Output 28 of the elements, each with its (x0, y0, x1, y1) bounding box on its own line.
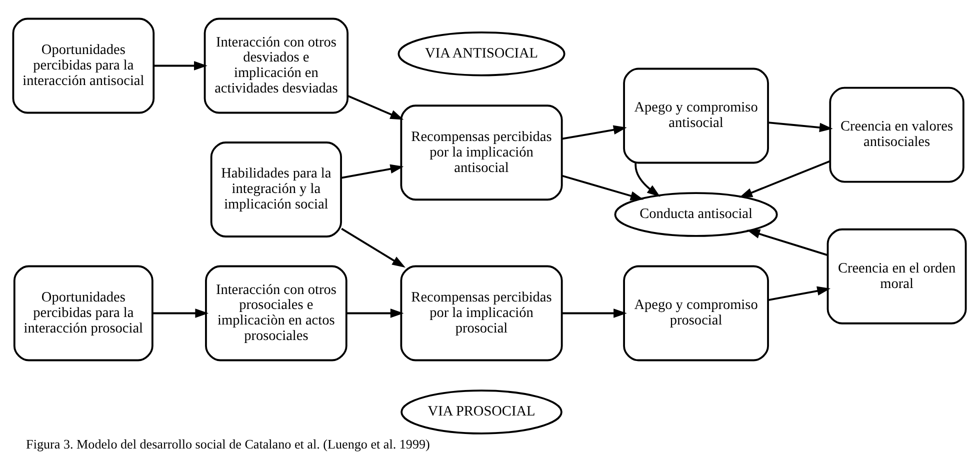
arrow (154, 60, 208, 70)
node-box: Apego y compromiso antisocial (623, 67, 769, 164)
node-box: Interacción con otros desviados e implicación en actividades desviadas (204, 17, 349, 114)
arrow (347, 94, 404, 120)
arrow (768, 286, 831, 300)
arrow (341, 227, 406, 268)
node-box: Interacción con otros prosociales e implicaciòn en actos prosociales (205, 264, 348, 361)
node-box: Apego y compromiso prosocial (623, 264, 769, 361)
arrow (341, 164, 404, 178)
arrow (346, 308, 404, 318)
arrow (634, 162, 660, 196)
arrow (562, 308, 627, 318)
node-box: Creencia en valores antisociales (829, 86, 964, 182)
node-box: Recompensas percibidas por la implicación prosocial (400, 264, 563, 361)
arrow (562, 124, 627, 140)
caption: Figura 3. Modelo del desarrollo social de Catalano et al. (Luengo et al. 1999) (26, 436, 430, 452)
node-ellipse: VIA ANTISOCIAL (398, 31, 566, 76)
arrow (152, 308, 209, 318)
arrow (562, 174, 644, 200)
arrow (746, 228, 828, 256)
node-ellipse: VIA PROSOCIAL (400, 389, 562, 434)
node-box: Creencia en el orden moral (826, 228, 967, 324)
node-box: Recompensas percibidas por la implicación antisocial (400, 104, 563, 200)
arrow (768, 121, 833, 132)
node-box: Habilidades para la integración y la implicación social (210, 141, 342, 237)
node-box: Oportunidades percibidas para la interacción antisocial (12, 17, 155, 114)
node-box: Oportunidades percibidas para la interacción prosocial (13, 264, 154, 361)
arrow (739, 160, 830, 198)
